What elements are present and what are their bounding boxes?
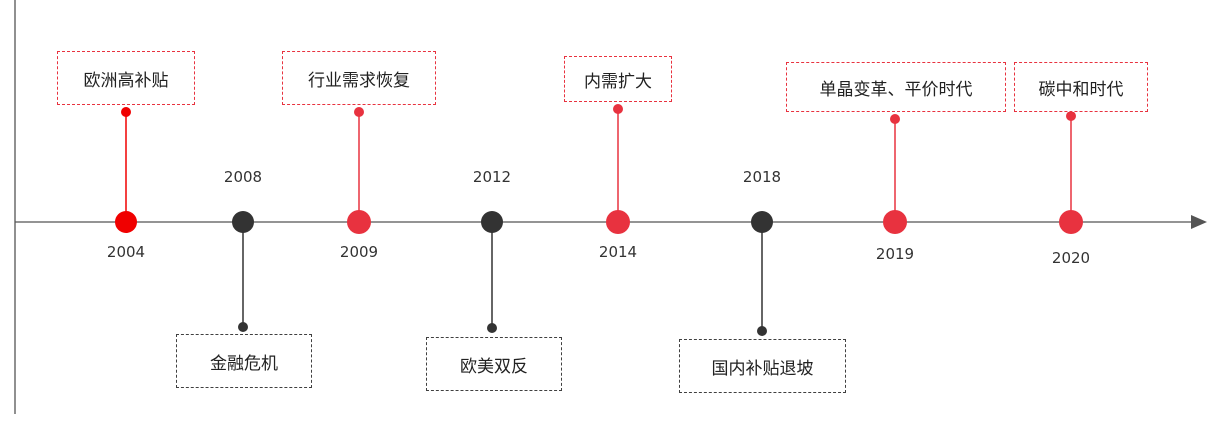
event-label-box: 金融危机 (176, 334, 312, 388)
year-label: 2018 (742, 168, 782, 186)
timeline-node (751, 211, 773, 233)
event-label: 欧美双反 (460, 356, 528, 377)
event-label-box: 内需扩大 (564, 56, 672, 102)
event-label: 金融危机 (210, 353, 278, 374)
axis-arrow-icon (1191, 215, 1207, 229)
event-label: 单晶变革、平价时代 (819, 79, 973, 100)
timeline-node (347, 210, 371, 234)
year-label: 2009 (339, 243, 379, 261)
connector-end-dot (487, 323, 497, 333)
event-label: 国内补贴退坡 (711, 358, 814, 379)
connector-end-dot (613, 104, 623, 114)
event-label-box: 欧洲高补贴 (57, 51, 195, 105)
timeline-node (481, 211, 503, 233)
event-label-box: 国内补贴退坡 (679, 339, 846, 393)
event-label-box: 碳中和时代 (1014, 62, 1148, 112)
timeline-node (1059, 210, 1083, 234)
year-label: 2020 (1051, 249, 1091, 267)
event-label-box: 欧美双反 (426, 337, 562, 391)
timeline-node (606, 210, 630, 234)
connector-end-dot (1066, 111, 1076, 121)
event-label: 内需扩大 (584, 71, 652, 92)
event-label: 行业需求恢复 (308, 70, 410, 91)
event-label: 碳中和时代 (1038, 79, 1124, 100)
year-label: 2012 (472, 168, 512, 186)
event-label-box: 单晶变革、平价时代 (786, 62, 1006, 112)
connector-end-dot (757, 326, 767, 336)
event-label-box: 行业需求恢复 (282, 51, 436, 105)
timeline-node (115, 211, 137, 233)
year-label: 2019 (875, 245, 915, 263)
connector-end-dot (238, 322, 248, 332)
year-label: 2008 (223, 168, 263, 186)
event-label: 欧洲高补贴 (83, 70, 169, 91)
timeline-node (232, 211, 254, 233)
timeline-node (883, 210, 907, 234)
connector-end-dot (890, 114, 900, 124)
connector-end-dot (121, 107, 131, 117)
year-label: 2014 (598, 243, 638, 261)
year-label: 2004 (106, 243, 146, 261)
connector-end-dot (354, 107, 364, 117)
